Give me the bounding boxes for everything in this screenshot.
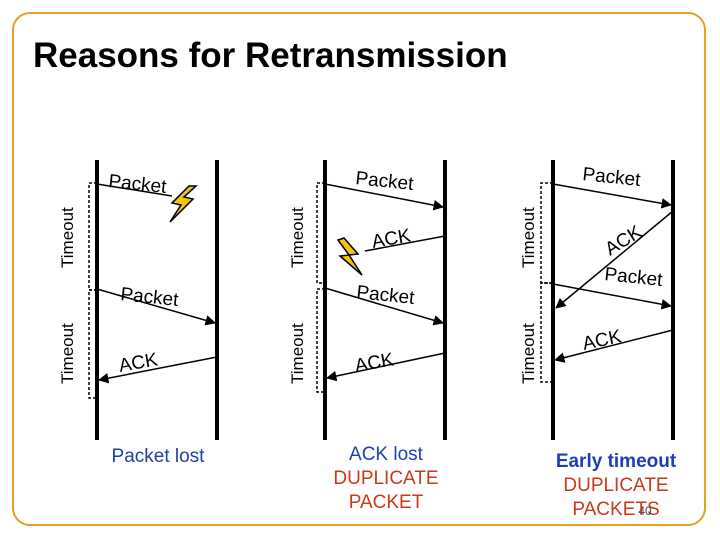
packet-label-a1: Packet	[107, 171, 168, 198]
packet-arrow-b2	[324, 287, 445, 326]
ack-arrow-b1-lost	[364, 235, 446, 252]
packet-arrow-c2	[552, 283, 673, 310]
caption-a: Packet lost	[112, 446, 206, 467]
timeout-label-c1: Timeout	[519, 207, 538, 268]
packet-label-c1: Packet	[581, 164, 642, 191]
packet-arrow-c1	[552, 183, 673, 209]
ack-label-a: ACK	[117, 349, 159, 377]
caption-c-line2: DUPLICATE	[563, 475, 668, 496]
ack-arrow-a	[97, 356, 218, 384]
caption-c-line1: Early timeout	[556, 451, 677, 472]
lightning-bolt-icon-b	[336, 237, 363, 276]
caption-c-line3: PACKETS	[572, 499, 659, 520]
packet-arrow-a1-lost	[96, 183, 173, 197]
packet-label-a2: Packet	[119, 284, 180, 311]
timeout-bracket-b1	[316, 182, 325, 284]
timeout-bracket-a1	[88, 182, 97, 291]
scenario-packet-lost: Timeout Timeout Packet Packet ACK Packet…	[58, 160, 219, 467]
timeout-label-a1: Timeout	[58, 207, 77, 268]
packet-label-b2: Packet	[355, 282, 416, 309]
timeout-label-b1: Timeout	[288, 207, 307, 268]
timeout-bracket-c2	[540, 282, 553, 383]
caption-b-line3: PACKET	[349, 492, 424, 513]
ack-label-c1: ACK	[602, 222, 647, 261]
packet-arrow-a2	[96, 288, 217, 326]
ack-arrow-b2	[325, 352, 446, 382]
caption-b-line2: DUPLICATE	[333, 468, 438, 489]
ack-arrow-c2	[553, 329, 674, 363]
page-number: 40	[638, 504, 652, 518]
lightning-bolt-icon	[169, 185, 198, 223]
ack-label-c2: ACK	[581, 326, 624, 355]
caption-b-line1: ACK lost	[349, 444, 424, 465]
slide-frame	[12, 12, 706, 526]
ack-label-b2: ACK	[353, 349, 395, 377]
timeout-label-c2: Timeout	[519, 323, 538, 384]
packet-label-c2: Packet	[603, 264, 664, 291]
timeout-label-a2: Timeout	[58, 323, 77, 384]
packet-arrow-b1	[324, 183, 445, 211]
ack-label-b1: ACK	[370, 225, 412, 253]
slide-title: Reasons for Retransmission	[33, 36, 508, 75]
scenario-ack-lost: Timeout Timeout Packet ACK Packet ACK AC…	[288, 160, 447, 513]
ack-arrow-c1	[555, 210, 674, 309]
timeout-label-b2: Timeout	[288, 323, 307, 384]
timeout-bracket-b2	[316, 288, 325, 393]
timeout-bracket-a2	[88, 289, 97, 399]
scenario-early-timeout: Timeout Timeout Packet ACK Packet ACK Ea…	[519, 160, 677, 520]
